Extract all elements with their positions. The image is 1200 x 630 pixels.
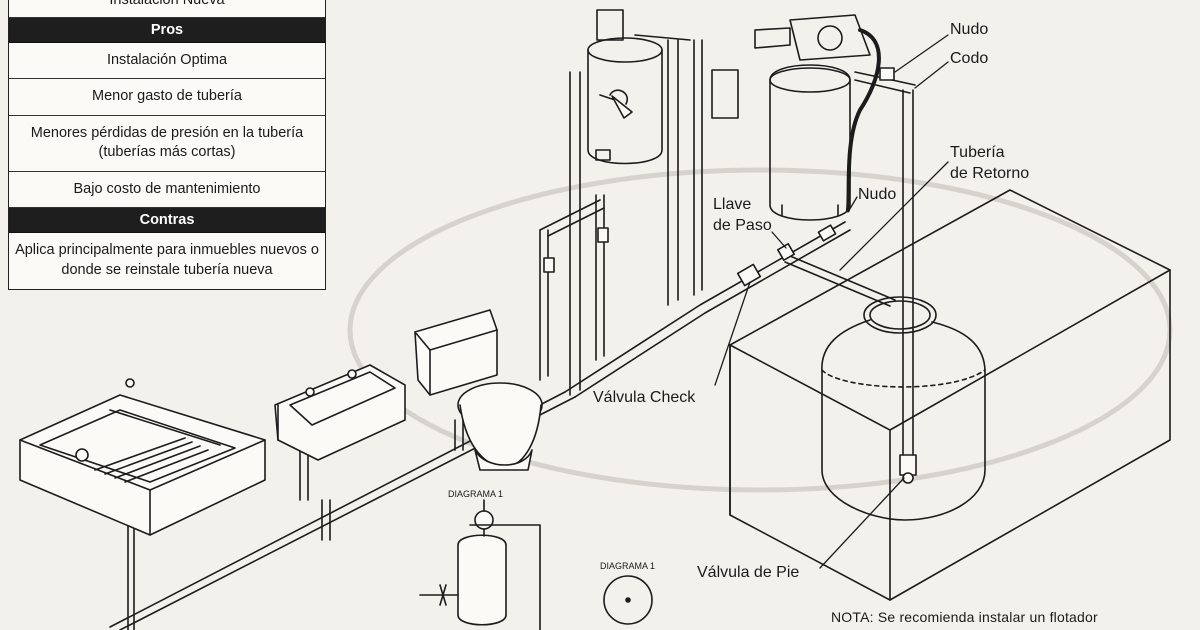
label-tuberia-retorno-1: Tubería	[950, 144, 1005, 161]
diagram-1-circle	[603, 575, 653, 625]
pros-item: Menor gasto de tubería	[9, 79, 325, 116]
valve-fittings	[543, 67, 917, 484]
toilet	[414, 309, 543, 471]
water-heater	[587, 9, 663, 165]
label-valvula-pie: Válvula de Pie	[697, 564, 800, 581]
label-tuberia-retorno-2: de Retorno	[950, 165, 1030, 182]
pros-contras-table: Instalación Nueva Pros Instalación Optim…	[8, 0, 326, 290]
pump-hose	[846, 28, 881, 212]
label-codo: Codo	[950, 50, 989, 67]
pros-item: Bajo costo de mantenimiento	[9, 172, 325, 209]
laundry-sink	[19, 378, 266, 536]
water-cistern-cylinder	[821, 296, 986, 521]
water-pump	[711, 14, 871, 119]
bathroom-sink	[274, 364, 406, 461]
label-diagrama-1a: DIAGRAMA 1	[448, 489, 504, 499]
pressure-tank	[769, 64, 851, 221]
pipe-network	[109, 34, 916, 630]
table-top-row: Instalación Nueva	[9, 0, 325, 18]
contras-item: Aplica principalmente para inmuebles nue…	[15, 242, 319, 278]
label-nudo-top: Nudo	[950, 21, 989, 38]
label-diagrama-1b: DIAGRAMA 1	[600, 561, 656, 571]
contras-header: Contras	[9, 208, 325, 234]
pros-item: Menores pérdidas de presión en la tuberí…	[9, 116, 325, 172]
shower-head	[599, 94, 633, 119]
label-llave-paso-2: de Paso	[713, 217, 772, 234]
cistern-tank	[729, 189, 1171, 601]
label-llave-paso-1: Llave	[713, 196, 752, 213]
pros-header: Pros	[9, 17, 325, 43]
leader-lines	[714, 34, 949, 569]
label-valvula-check: Válvula Check	[593, 389, 696, 406]
nota-text: NOTA: Se recomienda instalar un flotador	[831, 609, 1098, 625]
label-nudo-mid: Nudo	[858, 186, 897, 203]
diagram-1-pressure-tank	[419, 499, 541, 630]
pros-item: Instalación Optima	[9, 43, 325, 80]
